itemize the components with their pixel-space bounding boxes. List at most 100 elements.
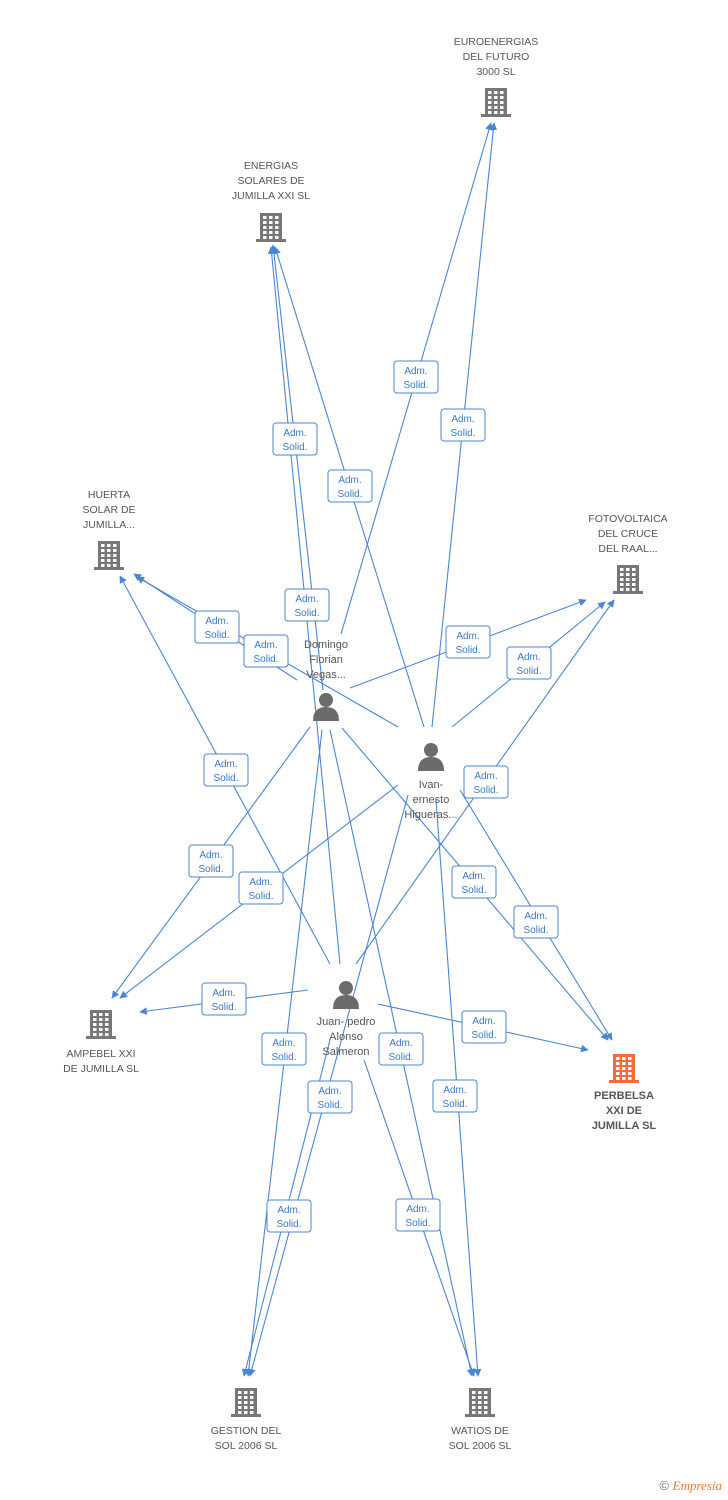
edge-label-ivan-to-watios[interactable]: Adm.Solid. xyxy=(432,1079,478,1113)
person-node-ivan[interactable]: Ivan-ernestoHigueras... xyxy=(404,743,458,821)
edge-label-box xyxy=(327,469,373,503)
building-icon xyxy=(256,213,286,242)
edge-label-domingo-to-ampebel[interactable]: Adm.Solid. xyxy=(188,844,234,878)
edge-label-text: Adm. xyxy=(474,771,497,782)
edge-label-box xyxy=(307,1080,353,1114)
company-name-line: FOTOVOLTAICA xyxy=(588,513,667,525)
edge-label-domingo-to-huerta[interactable]: Adm.Solid. xyxy=(194,610,240,644)
edge-labels-layer: Adm. Solid. Adm. Solid. Adm. Solid. Adm. Solid.… xyxy=(188,360,559,1233)
edge-label-text: Adm. xyxy=(212,988,235,999)
edge-label-box xyxy=(266,1199,312,1233)
edge-label-box xyxy=(440,408,486,442)
edge-label-juan-to-gestion[interactable]: Adm.Solid. xyxy=(266,1199,312,1233)
company-name-line: PERBELSA xyxy=(594,1090,654,1102)
edge-label-text: Solid. xyxy=(276,1219,301,1230)
edge-label-text: Adm. xyxy=(472,1016,495,1027)
edge-label-domingo-to-euro[interactable]: Adm. Solid. xyxy=(393,360,439,394)
company-name-line: EUROENERGIAS xyxy=(454,36,539,48)
building-icon xyxy=(613,565,643,594)
edge-label-text: Solid. xyxy=(198,864,223,875)
edge-label-juan-to-perbelsa[interactable]: Adm.Solid. xyxy=(461,1010,507,1044)
company-name-line: XXI DE xyxy=(606,1105,642,1117)
edge-label-text: Solid. xyxy=(253,654,278,665)
edge-label-text: Solid. xyxy=(388,1052,413,1063)
edge-label-box xyxy=(194,610,240,644)
footer: © Empresia xyxy=(659,1478,722,1494)
edge-label-juan-to-foto[interactable]: Adm.Solid. xyxy=(463,765,509,799)
edge-label-text: Solid. xyxy=(516,666,541,677)
edge-label-domingo-to-watios[interactable]: Adm.Solid. xyxy=(378,1032,424,1066)
edge-label-text: Solid. xyxy=(461,885,486,896)
edge-label-text: Adm. xyxy=(443,1085,466,1096)
edge-label-text: Solid. xyxy=(282,442,307,453)
edge-label-text: Solid. xyxy=(403,380,428,391)
building-icon xyxy=(609,1054,639,1083)
edge-label-text: Adm. xyxy=(456,631,479,642)
edge-label-box xyxy=(243,634,289,668)
copyright-symbol: © xyxy=(659,1478,670,1493)
edge-label-box xyxy=(188,844,234,878)
company-name-line: GESTION DEL xyxy=(211,1425,282,1437)
person-name-line: Alonso xyxy=(329,1031,363,1043)
edge-label-text: Adm. xyxy=(451,414,474,425)
edge-label-juan-to-energias[interactable]: Adm.Solid. xyxy=(284,588,330,622)
edge-label-juan-to-ampebel[interactable]: Adm. Solid. xyxy=(201,982,247,1016)
edge-label-ivan-to-gestion[interactable]: Adm.Solid. xyxy=(307,1080,353,1114)
building-icon xyxy=(231,1388,261,1417)
edge-label-domingo-to-energias[interactable]: Adm. Solid. xyxy=(272,422,318,456)
edge-label-ivan-to-huerta[interactable]: Adm.Solid. xyxy=(243,634,289,668)
edge-label-juan-to-huerta[interactable]: Adm.Solid. xyxy=(203,753,249,787)
edge-label-domingo-to-gestion[interactable]: Adm.Solid. xyxy=(261,1032,307,1066)
edge-label-ivan-to-foto[interactable]: Adm. Solid. xyxy=(506,646,552,680)
building-icon xyxy=(465,1388,495,1417)
company-name-line: ENERGIAS xyxy=(244,160,298,172)
edge-label-text: Solid. xyxy=(405,1218,430,1229)
edge-label-domingo-to-perbelsa[interactable]: Adm.Solid. xyxy=(451,865,497,899)
edge-label-text: Solid. xyxy=(248,891,273,902)
company-name-line: SOLARES DE xyxy=(237,175,304,187)
company-name-line: SOLAR DE xyxy=(82,504,135,516)
edge-label-text: Adm. xyxy=(249,877,272,888)
person-icon xyxy=(313,693,339,721)
edge-label-text: Adm. xyxy=(318,1086,341,1097)
edge-label-text: Adm. xyxy=(272,1038,295,1049)
person-name-line: Juan- pedro xyxy=(317,1016,376,1028)
company-name-line: WATIOS DE xyxy=(451,1425,509,1437)
person-node-domingo[interactable]: DomingoFlorianVegas... xyxy=(304,639,348,721)
edge-label-box xyxy=(445,625,491,659)
building-icon xyxy=(94,541,124,570)
person-name-line: Florian xyxy=(309,654,343,666)
edge-label-juan-to-watios[interactable]: Adm.Solid. xyxy=(395,1198,441,1232)
edge-label-text: Adm. xyxy=(404,366,427,377)
edge-label-ivan-to-energias[interactable]: Adm.Solid. xyxy=(327,469,373,503)
edge-label-box xyxy=(378,1032,424,1066)
edge-label-text: Adm. xyxy=(214,759,237,770)
edge-label-box xyxy=(393,360,439,394)
edge-label-text: Solid. xyxy=(294,608,319,619)
edge-label-box xyxy=(203,753,249,787)
edge-label-box xyxy=(395,1198,441,1232)
edge-label-text: Adm. xyxy=(283,428,306,439)
edge-label-text: Solid. xyxy=(211,1002,236,1013)
edge-label-ivan-to-euro[interactable]: Adm.Solid. xyxy=(440,408,486,442)
company-name-line: AMPEBEL XXI xyxy=(66,1048,135,1060)
edge-label-text: Adm. xyxy=(338,475,361,486)
edges-layer xyxy=(111,122,615,1377)
edge-label-ivan-to-ampebel[interactable]: Adm. Solid. xyxy=(238,871,284,905)
edge-label-ivan-to-perbelsa[interactable]: Adm.Solid. xyxy=(513,905,559,939)
person-name-line: Vegas... xyxy=(306,669,346,681)
edge-label-domingo-to-foto[interactable]: Adm.Solid. xyxy=(445,625,491,659)
edge-label-box xyxy=(284,588,330,622)
edge-label-text: Adm. xyxy=(517,652,540,663)
edge-domingo-to-energias xyxy=(269,244,324,691)
empresia-logo[interactable]: Empresia xyxy=(672,1478,722,1493)
